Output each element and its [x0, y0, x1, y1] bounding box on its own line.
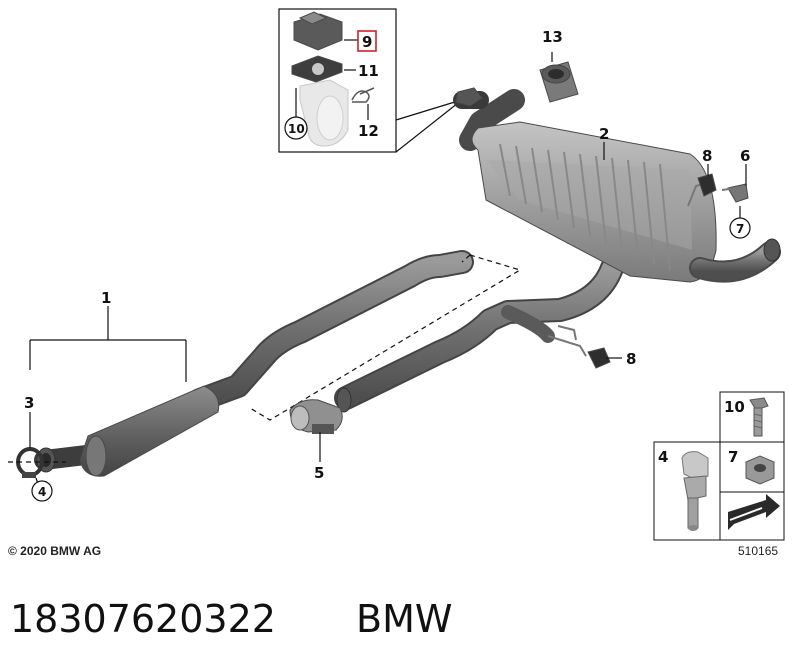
- callout-13: 13: [542, 28, 563, 46]
- legend-4: 4: [658, 448, 668, 466]
- callout-12: 12: [358, 122, 379, 140]
- sleeve-clamp: [289, 399, 343, 434]
- callout-10: 10: [288, 122, 305, 136]
- part-number: 18307620322: [10, 597, 276, 641]
- callout-9-highlight: [357, 30, 377, 52]
- arrow-icon: [728, 494, 780, 530]
- legend-7: 7: [728, 448, 738, 466]
- callout-6: 6: [740, 147, 750, 165]
- callout-numbers: 1 2 3 4 5 6 7 8 8 9 10 11 12 13: [24, 28, 751, 502]
- callout-4-circle: [31, 480, 53, 502]
- callout-4: 4: [38, 485, 46, 499]
- front-pipe: [34, 250, 474, 477]
- rear-muffler: [453, 87, 781, 283]
- clip-stud-icon: [681, 451, 709, 531]
- nut-icon: [745, 455, 775, 485]
- bolt-icon: [749, 397, 769, 437]
- hanger-lower: [547, 325, 611, 369]
- callout-3: 3: [24, 394, 34, 412]
- callout-5: 5: [314, 464, 324, 482]
- front-clamp: [8, 447, 66, 478]
- callout-10-circle: [284, 116, 308, 140]
- muffler-ribs: [499, 143, 671, 271]
- callout-2: 2: [599, 125, 609, 143]
- callout-8-upper: 8: [702, 147, 712, 165]
- copyright-text: © 2020 BMW AG: [8, 544, 101, 558]
- leader-lines: [29, 39, 747, 485]
- callout-11: 11: [358, 62, 379, 80]
- callout-7-circle: [729, 217, 751, 239]
- callout-7: 7: [736, 222, 744, 236]
- callout-9: 9: [362, 33, 372, 51]
- hanger-upper: [687, 173, 749, 207]
- callout-8-lower: 8: [626, 350, 636, 368]
- callout-1: 1: [101, 289, 111, 307]
- center-pipe: [249, 254, 624, 421]
- tail-trim: [539, 61, 579, 103]
- brand-name: BMW: [356, 597, 452, 641]
- legend-10: 10: [724, 398, 745, 416]
- drawing-number: 510165: [738, 544, 778, 558]
- hardware-legend: 10 4 7: [653, 391, 785, 541]
